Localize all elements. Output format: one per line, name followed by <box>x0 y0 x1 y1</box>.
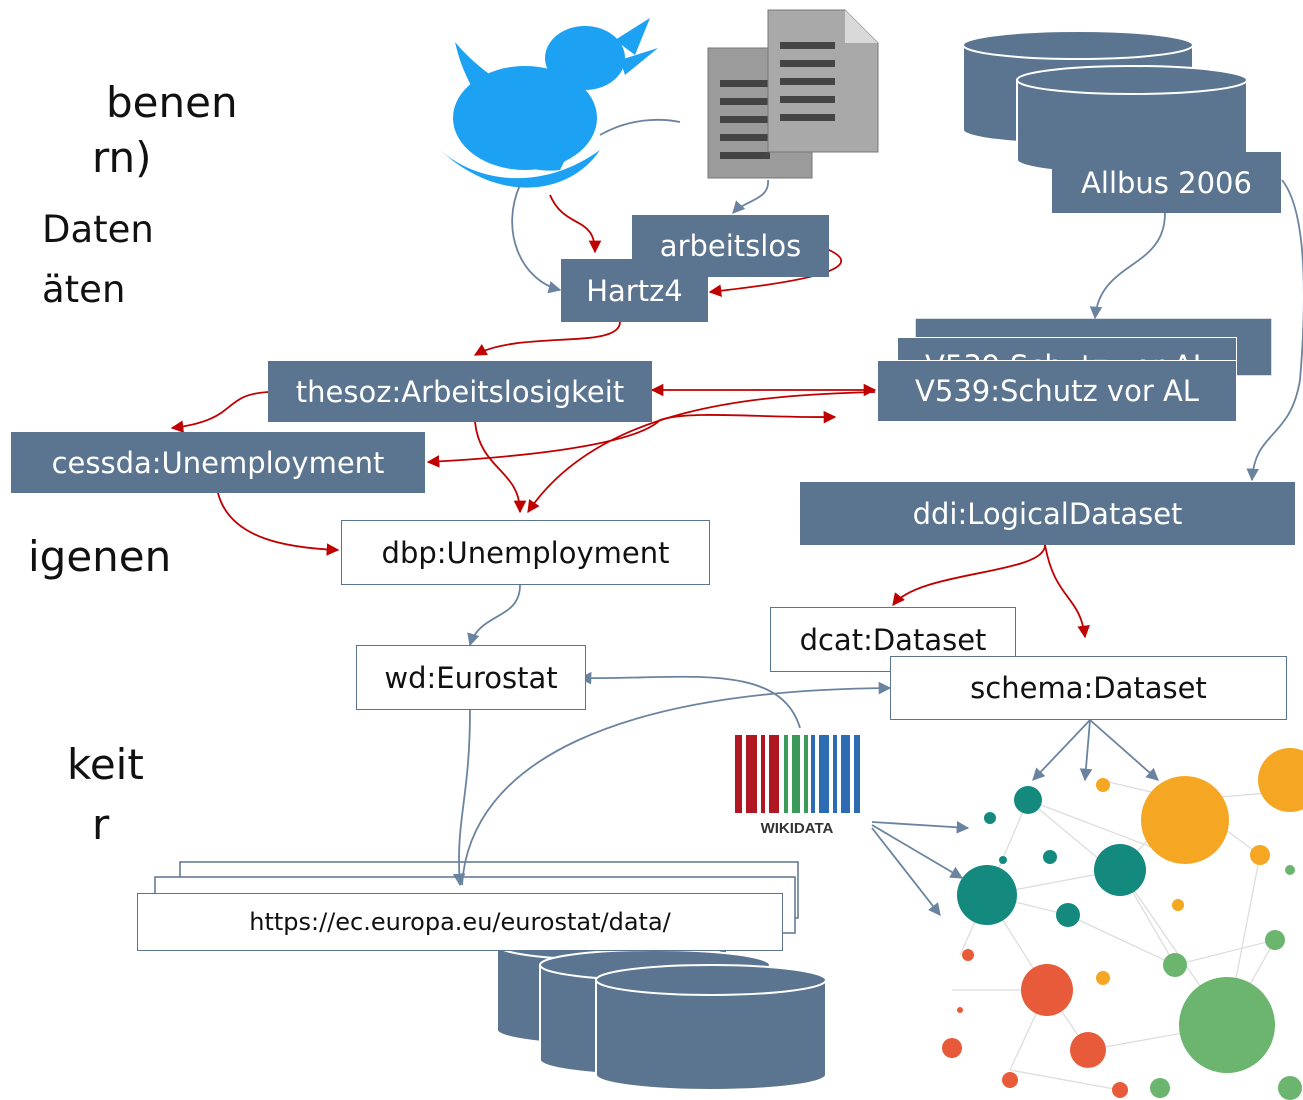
edge-wikidata-graph-3 <box>871 827 941 916</box>
edge-ddi-dcat <box>892 544 1046 606</box>
bullet-text-2: rn) <box>92 133 152 182</box>
edge-cessda-dbp <box>217 492 340 556</box>
edge-allbus-v539 <box>1089 212 1166 320</box>
bullet-text-1: benen <box>106 78 238 127</box>
edge-twitter-docs <box>599 118 681 136</box>
node-hartz4: Hartz4 <box>561 259 708 322</box>
edge-schema-graph-2 <box>1079 719 1093 782</box>
red-edges <box>170 194 1090 639</box>
blue-edges <box>452 118 1303 916</box>
edge-wikidata-graph-1 <box>871 821 970 834</box>
edge-thesoz-dbp <box>474 421 527 514</box>
bullet-text-7: r <box>92 800 110 849</box>
bullet-text-4: äten <box>42 268 126 311</box>
edge-twitter-hartz4 <box>511 184 562 294</box>
edge-wd-eurostat <box>452 709 471 887</box>
database-icon-bottom <box>496 929 827 1091</box>
node-schema: schema:Dataset <box>890 656 1287 720</box>
edge-ddi-schema <box>1044 544 1090 639</box>
edge-schema-graph-1 <box>1032 719 1091 781</box>
node-dbp: dbp:Unemployment <box>341 520 710 585</box>
node-v539: V539:Schutz vor AL <box>877 360 1237 422</box>
node-ddi: ddi:LogicalDataset <box>800 482 1295 545</box>
bullet-text-5: igenen <box>28 532 172 581</box>
wikidata-logo: WIKIDATA <box>735 735 860 837</box>
bullet-text-3: Daten <box>42 208 154 251</box>
network-graph-icon <box>942 748 1303 1100</box>
twitter-bird-icon <box>440 18 658 188</box>
edge-wikidata-wd <box>578 671 801 729</box>
edge-schema-graph-3 <box>1089 719 1159 781</box>
bullet-text-6: keit <box>67 740 144 789</box>
edge-wikidata-graph-2 <box>871 824 964 879</box>
edge-dbp-wd <box>467 584 521 647</box>
node-wd: wd:Eurostat <box>356 645 586 710</box>
edge-hartz4-thesoz <box>473 321 621 356</box>
edge-cessda-v539 <box>426 410 837 468</box>
node-eurostat-url: https://ec.europa.eu/eurostat/data/ <box>137 893 783 951</box>
wikidata-label: WIKIDATA <box>761 820 834 837</box>
node-allbus: Allbus 2006 <box>1052 152 1281 213</box>
node-cessda: cessda:Unemployment <box>11 432 425 493</box>
edge-twitter-hartz4-red <box>549 194 602 254</box>
documents-icon <box>707 9 879 179</box>
edge-eurostat-schema <box>461 681 892 886</box>
edge-thesoz-cessda <box>170 391 269 433</box>
node-thesoz: thesoz:Arbeitslosigkeit <box>268 361 652 422</box>
edge-allbus-ddi <box>1246 179 1303 482</box>
edge-docs-arbeitslos <box>732 179 769 214</box>
